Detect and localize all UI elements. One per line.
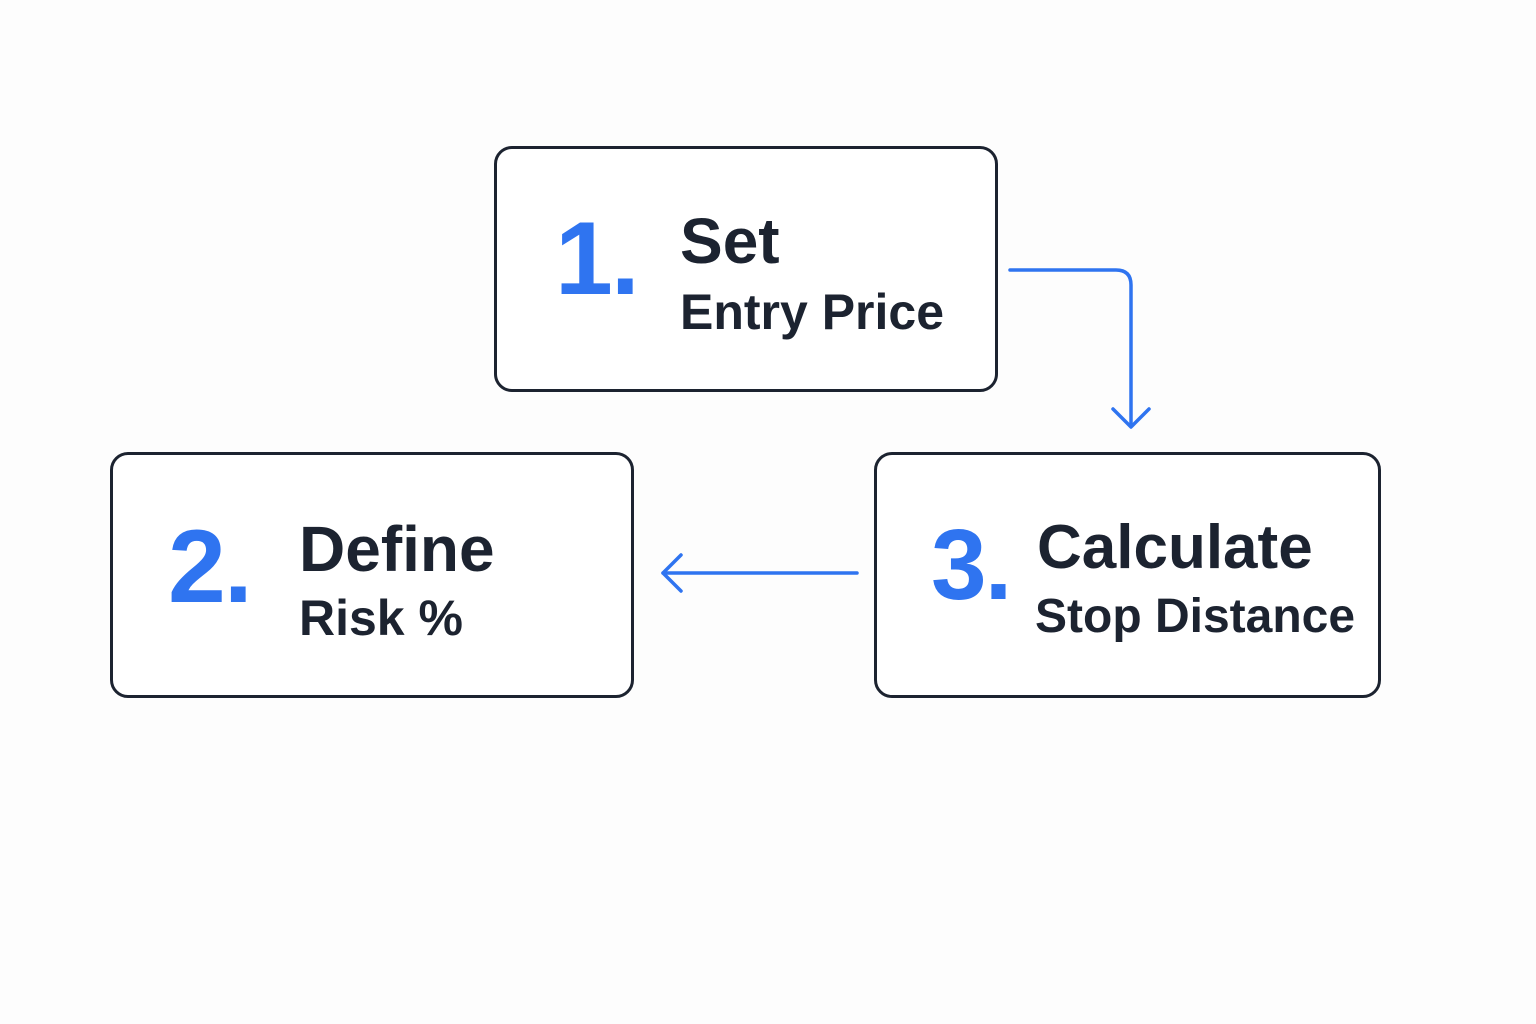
arrow-left-icon bbox=[661, 553, 683, 593]
step-2-title: Define bbox=[299, 513, 495, 585]
step-1-box: 1. Set Entry Price bbox=[494, 146, 998, 392]
step-1-subtitle: Entry Price bbox=[680, 284, 945, 340]
step-1-title: Set bbox=[680, 205, 780, 277]
step-2-number: 2. bbox=[168, 509, 253, 625]
step-2-subtitle: Risk % bbox=[299, 590, 463, 646]
step-3-box: 3. Calculate Stop Distance bbox=[874, 452, 1381, 698]
step-1-number: 1. bbox=[555, 201, 640, 317]
connector-line-1 bbox=[1008, 268, 1133, 428]
step-3-number: 3. bbox=[931, 509, 1012, 621]
step-3-title: Calculate bbox=[1037, 513, 1313, 582]
step-3-subtitle: Stop Distance bbox=[1035, 590, 1356, 643]
arrow-step3-to-step2 bbox=[661, 553, 859, 593]
step-2-box: 2. Define Risk % bbox=[110, 452, 634, 698]
arrow-step1-to-step3 bbox=[1008, 268, 1151, 429]
arrow-down-icon bbox=[1111, 407, 1151, 429]
